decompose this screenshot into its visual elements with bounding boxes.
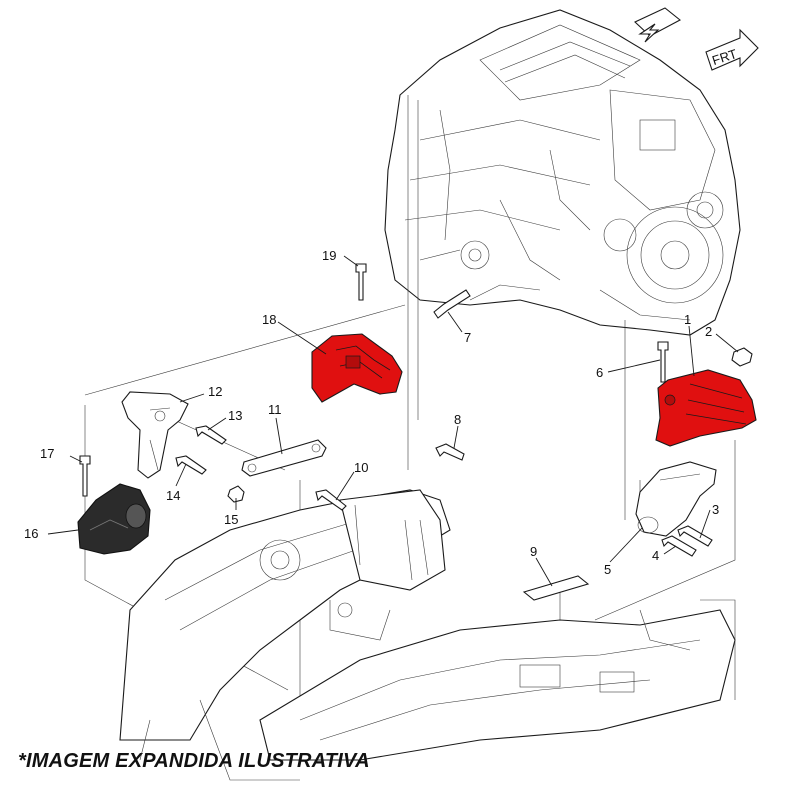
callout-17: 17 [40, 446, 54, 461]
front-arrow-icon [705, 28, 759, 71]
mount-part-18[interactable] [311, 333, 403, 403]
callout-9: 9 [530, 544, 537, 559]
bolt-part-3[interactable] [677, 525, 713, 547]
down-arrow-icon [638, 23, 660, 43]
orientation-box-icon [634, 7, 681, 37]
callout-18: 18 [262, 312, 276, 327]
callout-8: 8 [454, 412, 461, 427]
bracket-part-5[interactable] [635, 461, 717, 537]
nut-part-15[interactable] [227, 485, 245, 503]
leader-lines [47, 255, 739, 587]
callout-19: 19 [322, 248, 336, 263]
bolt-part-4[interactable] [661, 535, 697, 557]
shim-part-9[interactable] [522, 575, 590, 601]
bolt-part-19[interactable] [355, 263, 367, 301]
callout-1: 1 [684, 312, 691, 327]
bracket-part-12[interactable] [121, 391, 189, 479]
callout-3: 3 [712, 502, 719, 517]
bolt-part-8[interactable] [435, 443, 465, 461]
mount-part-16[interactable] [77, 483, 151, 555]
bolt-part-14[interactable] [175, 455, 207, 475]
callout-13: 13 [228, 408, 242, 423]
mount-part-1[interactable] [655, 369, 757, 447]
bolt-part-17[interactable] [79, 455, 91, 497]
chassis-frame [119, 489, 736, 781]
bolt-part-10[interactable] [315, 489, 347, 511]
callout-numbers: 19 7 18 1 2 6 12 13 11 8 10 17 14 15 16 … [24, 248, 719, 577]
strut-part-11[interactable] [241, 439, 327, 477]
nut-part-2[interactable] [731, 347, 753, 367]
engine-block [384, 9, 741, 336]
bolt-part-6[interactable] [657, 341, 669, 383]
callout-2: 2 [705, 324, 712, 339]
callout-7: 7 [464, 330, 471, 345]
callout-12: 12 [208, 384, 222, 399]
callout-10: 10 [354, 460, 368, 475]
bolt-part-7[interactable] [433, 289, 471, 319]
callout-4: 4 [652, 548, 659, 563]
callout-5: 5 [604, 562, 611, 577]
callout-15: 15 [224, 512, 238, 527]
bolt-part-13[interactable] [195, 425, 227, 445]
orientation-marker: FRT [634, 7, 759, 71]
illustrative-image-caption: *IMAGEM EXPANDIDA ILUSTRATIVA [18, 750, 370, 772]
callout-6: 6 [596, 365, 603, 380]
callout-14: 14 [166, 488, 180, 503]
front-label: FRT [710, 46, 739, 68]
callout-11: 11 [268, 402, 282, 417]
callout-16: 16 [24, 526, 38, 541]
